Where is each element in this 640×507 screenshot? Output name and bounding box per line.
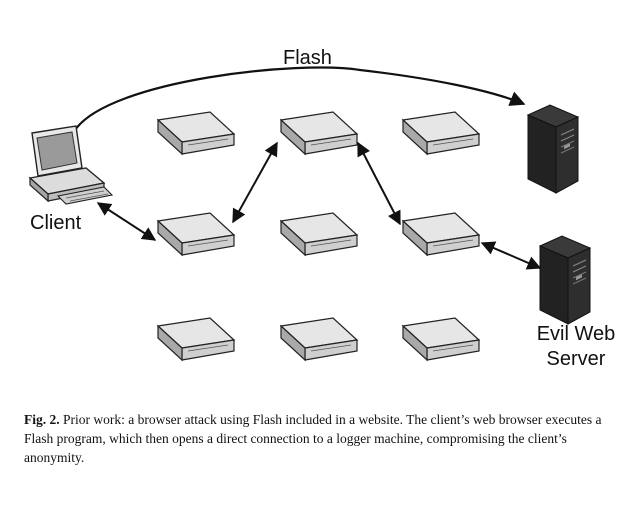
figure-number: Fig. 2. xyxy=(24,412,60,427)
relay-relay-arrow-1 xyxy=(232,141,278,224)
relay-relay-arrow-2 xyxy=(357,141,401,226)
relay-server-icon-6 xyxy=(402,212,480,256)
relay-server-icon-8 xyxy=(280,317,358,361)
relay-server-icon-1 xyxy=(157,111,235,155)
caption-text: Prior work: a browser attack using Flash… xyxy=(24,412,602,465)
client-computer-icon xyxy=(28,125,114,205)
relay-server-arrow xyxy=(480,241,542,270)
flash-label: Flash xyxy=(283,47,332,69)
relay-server-icon-3 xyxy=(402,111,480,155)
evil-server-tower-icon-2 xyxy=(539,235,591,325)
evil-web-server-label-line2: Server xyxy=(546,348,606,370)
client-relay-arrow xyxy=(96,202,157,241)
relay-server-icon-7 xyxy=(157,317,235,361)
relay-server-icon-2 xyxy=(280,111,358,155)
evil-web-server-label: Evil Web Server xyxy=(528,322,624,372)
relay-server-icon-9 xyxy=(402,317,480,361)
relay-server-icon-5 xyxy=(280,212,358,256)
evil-server-tower-icon-1 xyxy=(527,104,579,194)
flash-connection-arrow xyxy=(74,66,526,131)
evil-web-server-label-line1: Evil Web xyxy=(536,323,616,345)
client-label: Client xyxy=(30,212,82,234)
relay-server-icon-4 xyxy=(157,212,235,256)
figure-caption: Fig. 2. Prior work: a browser attack usi… xyxy=(24,410,618,467)
